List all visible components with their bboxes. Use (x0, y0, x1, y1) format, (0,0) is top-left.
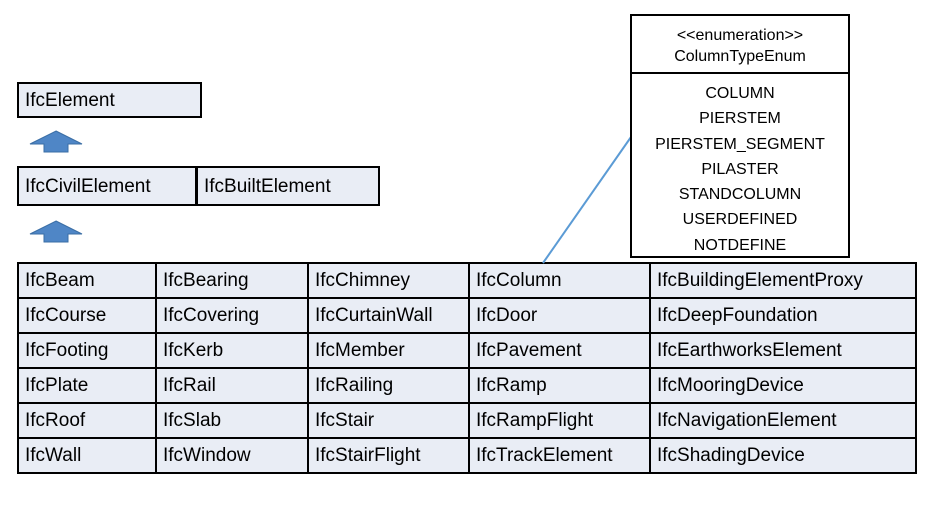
enum-value: PIERSTEM (699, 110, 781, 128)
enumeration-values: COLUMN PIERSTEM PIERSTEM_SEGMENT PILASTE… (632, 74, 848, 258)
subtype-grid: IfcBeam IfcBearing IfcChimney IfcColumn … (17, 262, 917, 474)
grid-cell: IfcRamp (468, 367, 651, 404)
grid-cell-ifc-column: IfcColumn (468, 262, 651, 299)
grid-cell: IfcRoof (17, 402, 157, 439)
grid-cell: IfcStair (307, 402, 470, 439)
grid-row: IfcRoof IfcSlab IfcStair IfcRampFlight I… (17, 402, 917, 439)
grid-cell: IfcRail (155, 367, 309, 404)
grid-cell: IfcPlate (17, 367, 157, 404)
grid-cell: IfcWindow (155, 437, 309, 474)
grid-cell: IfcPavement (468, 332, 651, 369)
ifc-built-element-box: IfcBuiltElement (196, 166, 380, 206)
grid-cell: IfcCourse (17, 297, 157, 334)
enum-value: PILASTER (701, 160, 779, 178)
enumeration-header: <<enumeration>> ColumnTypeEnum (632, 16, 848, 74)
grid-cell: IfcRailing (307, 367, 470, 404)
grid-cell: IfcCovering (155, 297, 309, 334)
grid-row: IfcWall IfcWindow IfcStairFlight IfcTrac… (17, 437, 917, 474)
grid-cell: IfcFooting (17, 332, 157, 369)
inheritance-arrow-icon (29, 130, 83, 153)
inheritance-arrow-icon (29, 220, 83, 243)
ifc-element-box: IfcElement (17, 82, 202, 118)
grid-cell: IfcMooringDevice (649, 367, 917, 404)
grid-cell: IfcWall (17, 437, 157, 474)
enumeration-stereotype: <<enumeration>> (676, 27, 804, 44)
ifc-element-label: IfcElement (25, 89, 115, 111)
grid-cell: IfcSlab (155, 402, 309, 439)
enum-value: NOTDEFINE (693, 236, 787, 254)
enumeration-box: <<enumeration>> ColumnTypeEnum COLUMN PI… (630, 14, 850, 258)
ifc-built-element-label: IfcBuiltElement (204, 175, 331, 197)
grid-cell: IfcEarthworksElement (649, 332, 917, 369)
grid-cell: IfcNavigationElement (649, 402, 917, 439)
grid-cell: IfcCurtainWall (307, 297, 470, 334)
grid-cell: IfcDoor (468, 297, 651, 334)
grid-cell: IfcMember (307, 332, 470, 369)
ifc-civil-element-label: IfcCivilElement (25, 175, 151, 197)
enum-value: PIERSTEM_SEGMENT (655, 135, 825, 153)
grid-row: IfcCourse IfcCovering IfcCurtainWall Ifc… (17, 297, 917, 334)
grid-cell: IfcKerb (155, 332, 309, 369)
grid-cell: IfcTrackElement (468, 437, 651, 474)
grid-cell: IfcRampFlight (468, 402, 651, 439)
grid-cell: IfcDeepFoundation (649, 297, 917, 334)
grid-cell: IfcBuildingElementProxy (649, 262, 917, 299)
grid-cell: IfcBearing (155, 262, 309, 299)
grid-cell: IfcShadingDevice (649, 437, 917, 474)
grid-cell: IfcChimney (307, 262, 470, 299)
grid-cell: IfcStairFlight (307, 437, 470, 474)
grid-row: IfcPlate IfcRail IfcRailing IfcRamp IfcM… (17, 367, 917, 404)
grid-cell: IfcBeam (17, 262, 157, 299)
grid-row: IfcBeam IfcBearing IfcChimney IfcColumn … (17, 262, 917, 299)
ifc-civil-element-box: IfcCivilElement (17, 166, 197, 206)
enumeration-name: ColumnTypeEnum (674, 48, 806, 65)
grid-row: IfcFooting IfcKerb IfcMember IfcPavement… (17, 332, 917, 369)
enum-value: STANDCOLUMN (678, 186, 802, 204)
enum-value: USERDEFINED (682, 211, 798, 229)
enum-value: COLUMN (705, 85, 775, 102)
